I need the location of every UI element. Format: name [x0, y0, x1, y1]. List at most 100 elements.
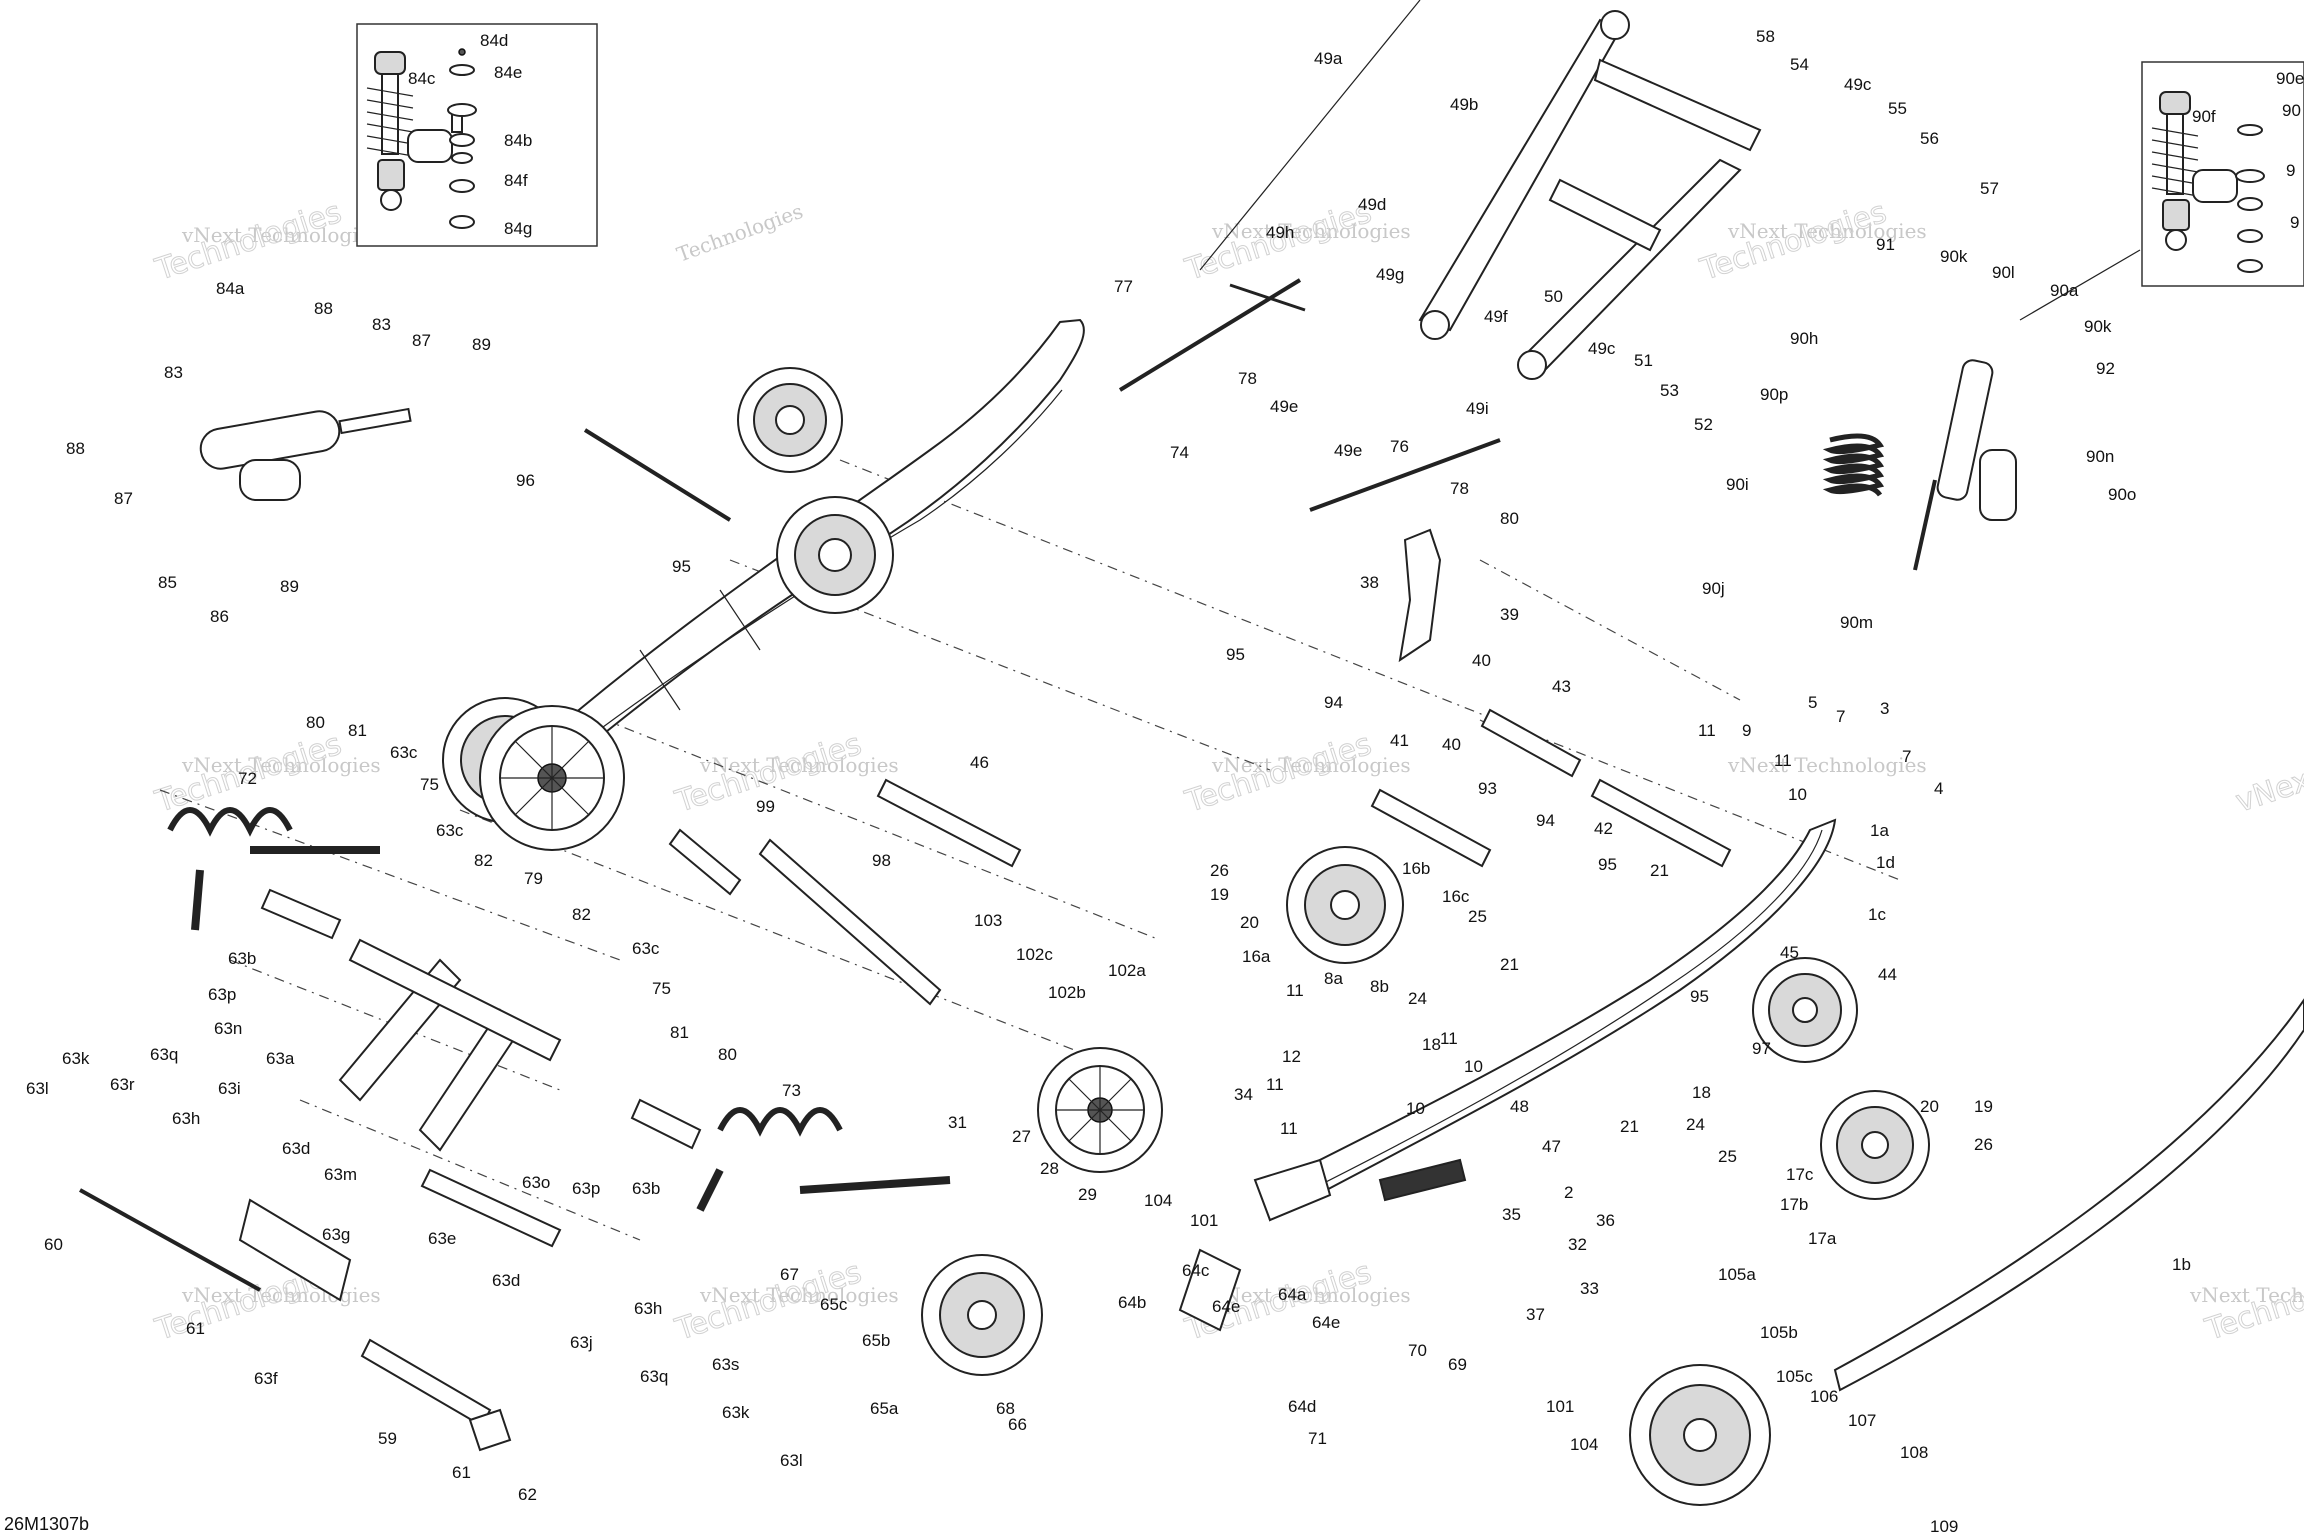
callout-label: 101 [1190, 1211, 1218, 1230]
callout-label: 95 [672, 557, 691, 576]
callout-label: 63h [172, 1109, 200, 1128]
callout-label: 84g [504, 219, 532, 238]
callout-label: 61 [452, 1463, 471, 1482]
callout-label: 63f [254, 1369, 278, 1388]
callout-label: 93 [1478, 779, 1497, 798]
watermark-text: vNext Technologies [699, 753, 899, 777]
callout-label: 25 [1718, 1147, 1737, 1166]
callout-label: 75 [652, 979, 671, 998]
callout-label: 25 [1468, 907, 1487, 926]
idler-wheel-icon [1286, 846, 1404, 964]
callout-label: 5 [1808, 693, 1817, 712]
callout-label: 63k [62, 1049, 90, 1068]
callout-label: 49c [1844, 75, 1872, 94]
callout-label: 90h [1790, 329, 1818, 348]
callout-label: 90k [2084, 317, 2112, 336]
callout-label: 39 [1500, 605, 1519, 624]
callout-label: 2 [1564, 1183, 1573, 1202]
callout-label: 88 [66, 439, 85, 458]
callout-label: 104 [1144, 1191, 1172, 1210]
callout-label: 80 [306, 713, 325, 732]
callout-label: 11 [1280, 1119, 1298, 1138]
callout-label: 95 [1226, 645, 1245, 664]
callout-label: 28 [1040, 1159, 1059, 1178]
callout-label: 95 [1690, 987, 1709, 1006]
callout-label: 11 [1266, 1075, 1284, 1094]
callout-label: 61 [186, 1319, 205, 1338]
callout-label: 19 [1210, 885, 1229, 904]
callout-label: 87 [114, 489, 133, 508]
callout-label: 33 [1580, 1279, 1599, 1298]
callout-label: 1a [1870, 821, 1889, 840]
callout-label: 104 [1570, 1435, 1598, 1454]
callout-label: 95 [1598, 855, 1617, 874]
callout-label: 90m [1840, 613, 1873, 632]
callout-label: 90o [2108, 485, 2136, 504]
watermark-text: vNext [2232, 759, 2304, 819]
callout-label: 88 [314, 299, 333, 318]
shock-absorber-detail-icon [2151, 91, 2265, 273]
callout-label: 65b [862, 1331, 890, 1350]
callout-label: 63c [390, 743, 418, 762]
callout-label: 41 [1390, 731, 1409, 750]
callout-label: 29 [1078, 1185, 1097, 1204]
watermark-text: vNext Technologies [181, 223, 381, 247]
callout-label: 83 [164, 363, 183, 382]
callout-label: 63h [634, 1299, 662, 1318]
front-shock-icon [1913, 359, 2017, 571]
callout-label: 63s [712, 1355, 739, 1374]
callout-label: 59 [378, 1429, 397, 1448]
callout-label: 84a [216, 279, 245, 298]
callout-label: 9 [2286, 161, 2295, 180]
callout-label: 85 [158, 573, 177, 592]
callout-label: 7 [1902, 747, 1911, 766]
callout-label: 65a [870, 1399, 899, 1418]
shock-absorber-detail-icon [366, 48, 477, 229]
callout-label: 105a [1718, 1265, 1756, 1284]
callout-label: 63i [218, 1079, 241, 1098]
callout-label: 77 [1114, 277, 1133, 296]
torsion-spring-icon [696, 1107, 951, 1212]
drawing-code: 26M1307b [4, 1514, 89, 1534]
callout-label: 49c [1588, 339, 1616, 358]
callout-label: 32 [1568, 1235, 1587, 1254]
callout-label: 35 [1502, 1205, 1521, 1224]
callout-label: 56 [1920, 129, 1939, 148]
callout-label: 102c [1016, 945, 1053, 964]
callout-label: 91 [1876, 235, 1895, 254]
callout-label: 75 [420, 775, 439, 794]
callout-label: 49a [1314, 49, 1343, 68]
callout-label: 63d [282, 1139, 310, 1158]
callout-label: 50 [1544, 287, 1563, 306]
callout-label: 63g [322, 1225, 350, 1244]
callout-label: 102b [1048, 983, 1086, 1002]
callout-label: 48 [1510, 1097, 1529, 1116]
callout-label: 94 [1324, 693, 1343, 712]
callout-label: 20 [1240, 913, 1259, 932]
callout-label: 54 [1790, 55, 1809, 74]
main-slide-rail [1253, 818, 1837, 1222]
callout-label: 63q [150, 1045, 178, 1064]
callout-label: 11 [1440, 1029, 1458, 1048]
callout-label: 79 [524, 869, 543, 888]
callout-label: 102a [1108, 961, 1146, 980]
callout-label: 55 [1888, 99, 1907, 118]
callout-label: 103 [974, 911, 1002, 930]
callout-label: 46 [970, 753, 989, 772]
callout-label: 84d [480, 31, 508, 50]
callout-label: 84c [408, 69, 436, 88]
callout-label: 20 [1920, 1097, 1939, 1116]
callout-label: 53 [1660, 381, 1679, 400]
callout-label: 49e [1334, 441, 1362, 460]
callout-label: 74 [1170, 443, 1189, 462]
callout-label: 69 [1448, 1355, 1467, 1374]
callout-label: 10 [1464, 1057, 1483, 1076]
callout-label: 49h [1266, 223, 1294, 242]
callout-label: 72 [238, 769, 257, 788]
watermark-text: vNext Technologies [181, 1283, 381, 1307]
callout-label: 63a [266, 1049, 295, 1068]
callout-label: 49d [1358, 195, 1386, 214]
callout-label: 49g [1376, 265, 1404, 284]
callout-label: 80 [718, 1045, 737, 1064]
